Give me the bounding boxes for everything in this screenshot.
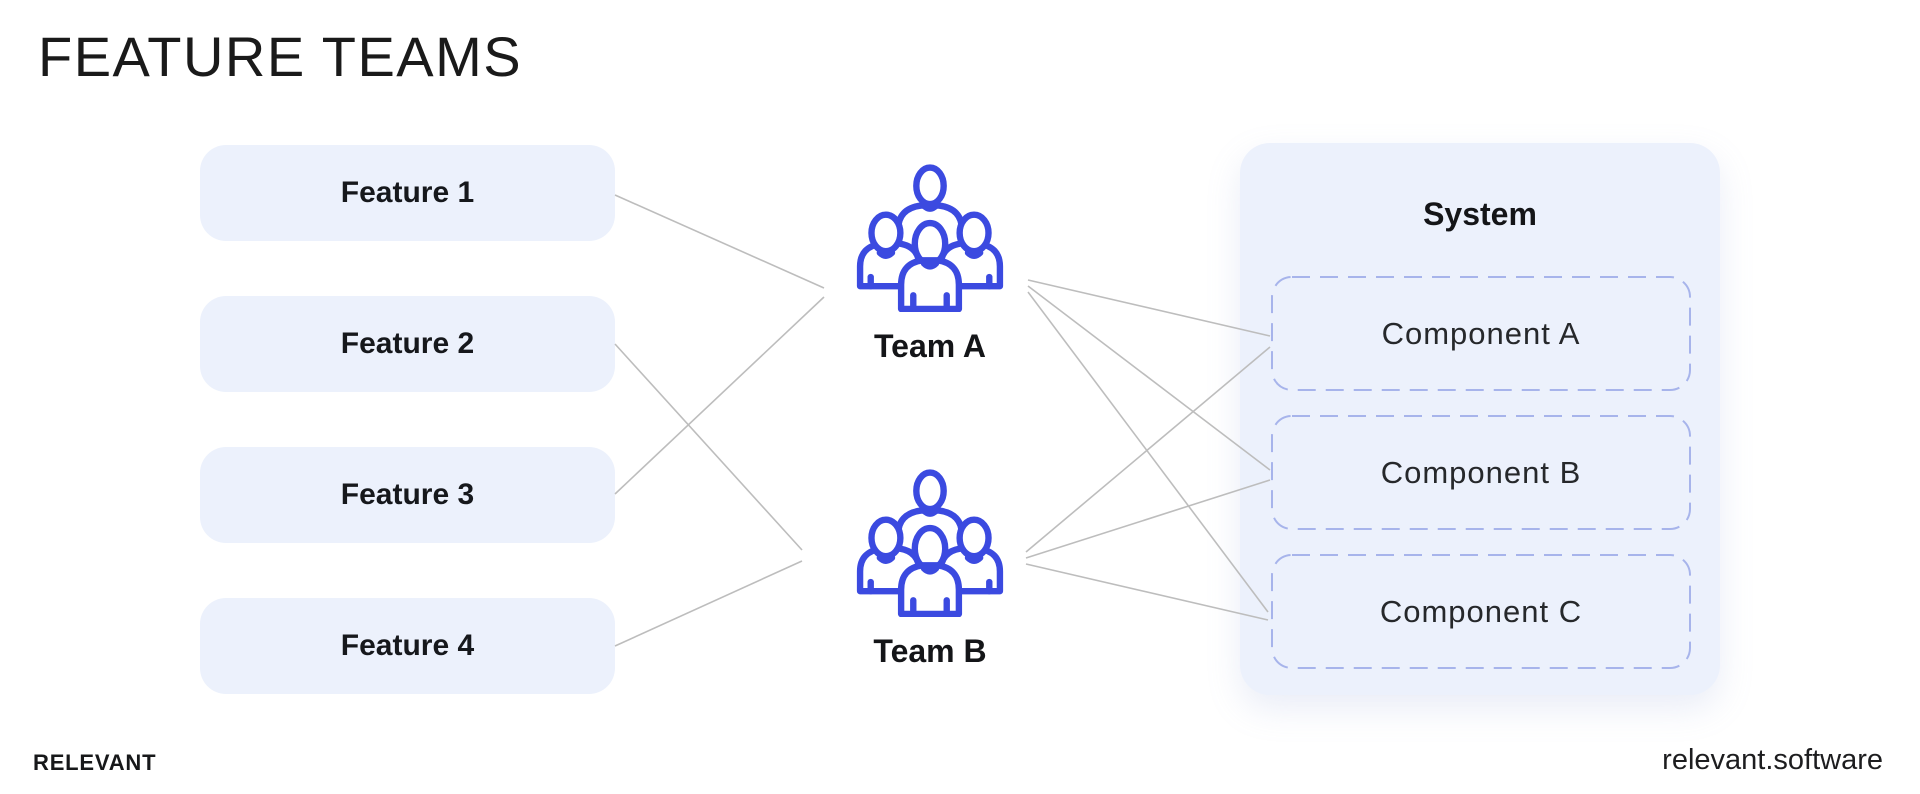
feature-box-3: Feature 3 (200, 447, 615, 543)
edge-teamB-componentA (1025, 346, 1271, 553)
edge-teamA-componentA (1027, 279, 1271, 337)
component-c-box: Component C (1379, 593, 1583, 629)
edge-teamB-componentB (1025, 479, 1271, 559)
relevant-logo: RELEVANT (33, 750, 157, 775)
edge-feature4-teamB (614, 560, 803, 647)
team-b-label: Team B (873, 633, 987, 669)
website-url: relevant.software (1662, 744, 1883, 776)
feature-4-label: Feature 4 (340, 629, 475, 662)
feature-box-4: Feature 4 (200, 598, 615, 694)
feature-3-label: Feature 3 (340, 478, 475, 511)
team-a-label: Team A (873, 328, 987, 364)
page-title: FEATURE TEAMS (38, 25, 523, 88)
team-a-group: Team A (802, 160, 1058, 365)
feature-2-label: Feature 2 (340, 327, 475, 360)
edge-teamA-componentB (1027, 285, 1271, 471)
system-title: System (1423, 196, 1537, 232)
team-people-icon (856, 164, 1004, 312)
edge-teamA-componentC (1027, 291, 1269, 613)
edge-feature1-teamA (614, 194, 825, 289)
component-a-box: Component A (1381, 315, 1581, 351)
edge-feature2-teamB (614, 343, 803, 551)
team-b-group: Team B (802, 465, 1058, 670)
feature-box-1: Feature 1 (200, 145, 615, 241)
edge-feature3-teamA (614, 296, 825, 495)
feature-box-2: Feature 2 (200, 296, 615, 392)
feature-1-label: Feature 1 (340, 176, 475, 209)
team-people-icon (856, 469, 1004, 617)
component-b-box: Component B (1380, 454, 1582, 490)
edge-teamB-componentC (1025, 563, 1269, 621)
